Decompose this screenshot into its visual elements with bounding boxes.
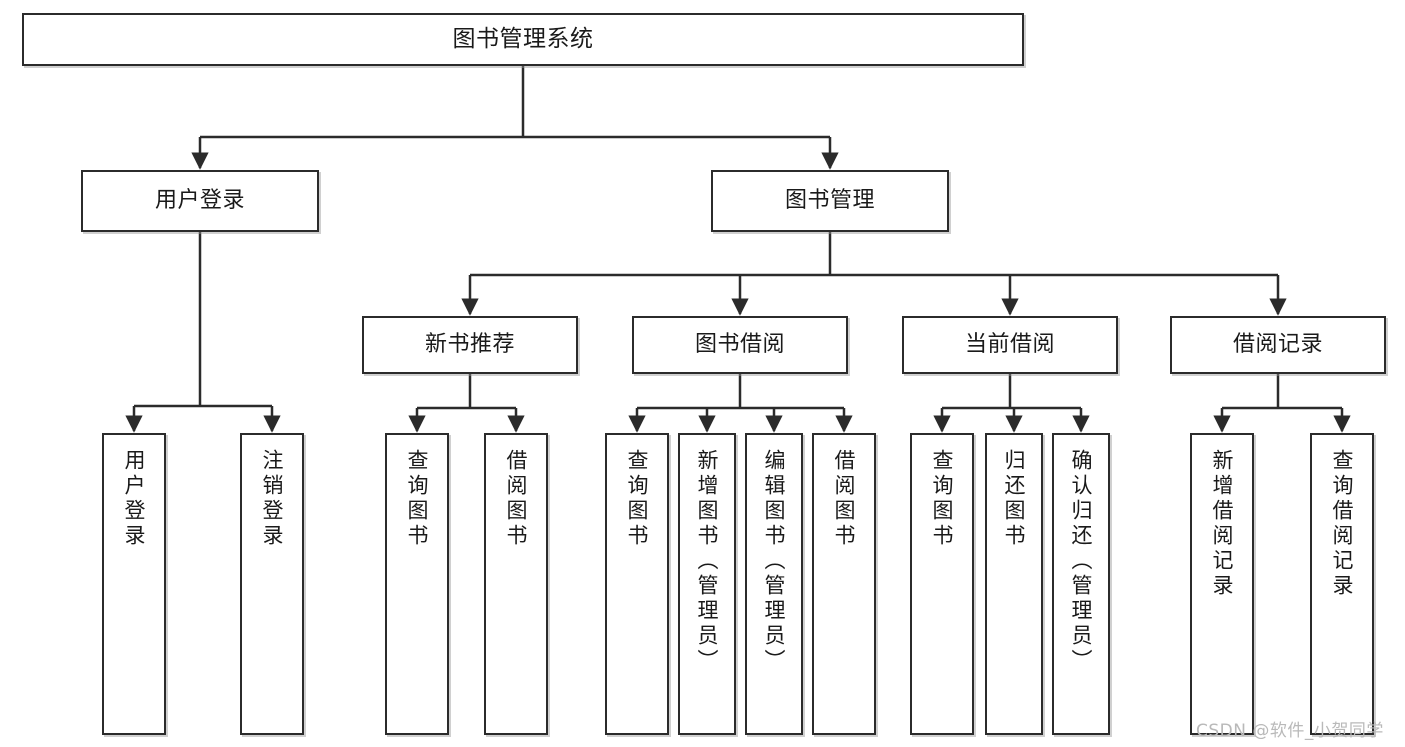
leaf-2-查询图书[interactable]: 查询图书 (385, 433, 449, 735)
leaf-7-借阅图书[interactable]: 借阅图书 (812, 433, 876, 735)
node-label: 图书管理 (784, 188, 875, 214)
node-label: 注销登录 (260, 449, 285, 549)
node-label: 新书推荐 (424, 332, 515, 358)
node-label: 用户登录 (122, 449, 147, 549)
node-图书借阅-l3[interactable]: 图书借阅 (632, 316, 848, 374)
node-label: 编辑图书（管理员） (762, 449, 787, 674)
csdn-watermark: CSDN @软件_小贺同学 (1196, 721, 1384, 741)
node-label: 新增借阅记录 (1210, 449, 1235, 599)
leaf-11-新增借阅记录[interactable]: 新增借阅记录 (1190, 433, 1254, 735)
leaf-6-编辑图书管理员[interactable]: 编辑图书（管理员） (745, 433, 803, 735)
node-label: 查询图书 (625, 449, 650, 549)
leaf-10-确认归还管理员[interactable]: 确认归还（管理员） (1052, 433, 1110, 735)
node-label: 查询图书 (930, 449, 955, 549)
node-label: 确认归还（管理员） (1069, 449, 1094, 674)
node-root[interactable]: 图书管理系统 (22, 13, 1024, 66)
node-借阅记录-l3[interactable]: 借阅记录 (1170, 316, 1386, 374)
node-label: 用户登录 (154, 188, 245, 214)
leaf-1-注销登录[interactable]: 注销登录 (240, 433, 304, 735)
node-用户登录-l2[interactable]: 用户登录 (81, 170, 319, 232)
node-label: 查询借阅记录 (1330, 449, 1355, 599)
node-当前借阅-l3[interactable]: 当前借阅 (902, 316, 1118, 374)
node-label: 图书借阅 (694, 332, 785, 358)
node-label: 当前借阅 (964, 332, 1055, 358)
node-label: 图书管理系统 (452, 26, 594, 53)
node-图书管理-l2[interactable]: 图书管理 (711, 170, 949, 232)
leaf-3-借阅图书[interactable]: 借阅图书 (484, 433, 548, 735)
node-label: 归还图书 (1002, 449, 1027, 549)
node-新书推荐-l3[interactable]: 新书推荐 (362, 316, 578, 374)
leaf-12-查询借阅记录[interactable]: 查询借阅记录 (1310, 433, 1374, 735)
leaf-8-查询图书[interactable]: 查询图书 (910, 433, 974, 735)
node-label: 借阅图书 (504, 449, 529, 549)
node-label: 新增图书（管理员） (695, 449, 720, 674)
node-label: 借阅记录 (1232, 332, 1323, 358)
leaf-0-用户登录[interactable]: 用户登录 (102, 433, 166, 735)
leaf-5-新增图书管理员[interactable]: 新增图书（管理员） (678, 433, 736, 735)
node-label: 借阅图书 (832, 449, 857, 549)
node-label: 查询图书 (405, 449, 430, 549)
leaf-4-查询图书[interactable]: 查询图书 (605, 433, 669, 735)
leaf-9-归还图书[interactable]: 归还图书 (985, 433, 1043, 735)
